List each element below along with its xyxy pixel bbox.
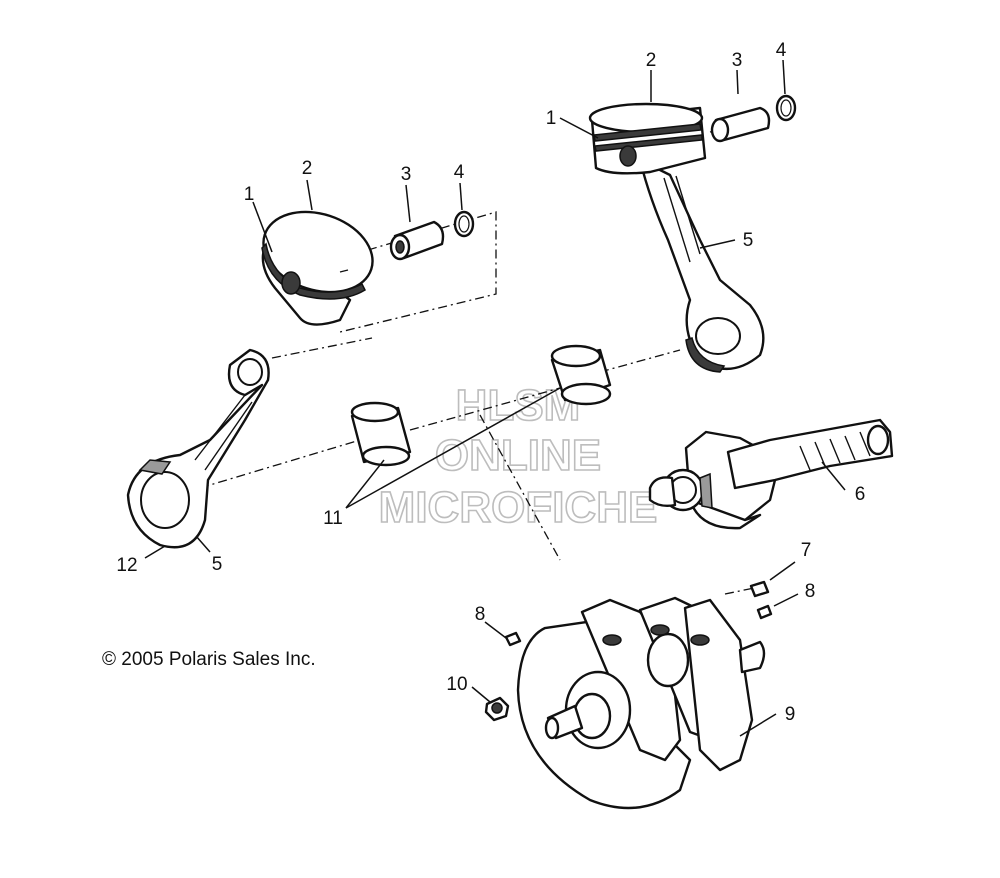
- bearing-shell-upper: [550, 344, 612, 406]
- callout-right-clip: 4: [776, 40, 787, 61]
- callout-left-piston: 1: [244, 184, 255, 205]
- callout-bearings: 11: [323, 508, 343, 529]
- callout-rod-bolt: 12: [116, 555, 137, 576]
- callout-crankshaft: 9: [785, 704, 796, 725]
- callout-left-clip: 4: [454, 162, 465, 183]
- callout-left-pin: 3: [401, 164, 412, 185]
- left-connecting-rod: [126, 348, 270, 549]
- plug-8-right: [756, 604, 773, 620]
- callout-balance-shaft: 6: [855, 484, 866, 505]
- right-piston-assembly: [588, 102, 765, 373]
- bearing-shell-lower: [350, 401, 412, 467]
- watermark-line-2: ONLINE: [435, 431, 601, 480]
- crankshaft: [516, 596, 766, 810]
- right-piston-pin: [710, 106, 771, 143]
- callout-right-piston-rings: 2: [646, 50, 657, 71]
- assembly-center-lines: [199, 125, 755, 595]
- dowel-pin-7: [749, 580, 770, 598]
- callout-right-pin: 3: [732, 50, 743, 71]
- callout-left-piston-rings: 2: [302, 158, 313, 179]
- nut-10: [484, 696, 510, 722]
- plug-8-left: [504, 631, 522, 647]
- left-piston-pin: [389, 220, 445, 261]
- callout-left-rod: 5: [212, 554, 223, 575]
- callout-right-piston: 1: [546, 108, 557, 129]
- callout-plug-8-left: 8: [475, 604, 486, 625]
- left-piston: [261, 210, 374, 326]
- callout-nut-10: 10: [446, 674, 467, 695]
- callout-right-rod: 5: [743, 230, 754, 251]
- watermark-line-3: MICROFICHE: [379, 483, 658, 532]
- leader-lines: [144, 59, 846, 737]
- callout-plug-8-right: 8: [805, 581, 816, 602]
- callout-labels: 1 2 3 4 1 2 3 4 5 5 6 7 8 8 9 10 11 12: [116, 40, 865, 725]
- right-piston-clip: [775, 94, 797, 122]
- copyright-notice: © 2005 Polaris Sales Inc.: [102, 649, 316, 670]
- balance-shaft: [648, 418, 894, 530]
- watermark: HLSM ONLINE MICROFICHE: [378, 380, 658, 533]
- callout-pin-7: 7: [801, 540, 812, 561]
- left-piston-clip: [453, 210, 475, 238]
